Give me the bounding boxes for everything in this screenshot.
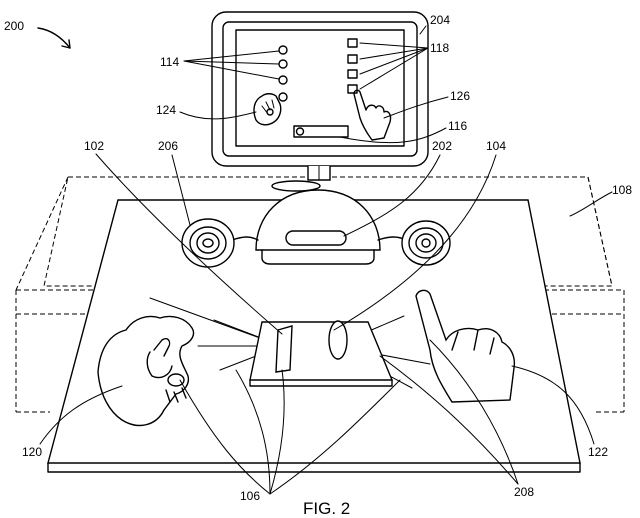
label-108: 108 bbox=[612, 183, 632, 197]
label-114: 114 bbox=[160, 55, 179, 69]
screen-square-icon bbox=[347, 38, 358, 48]
label-126: 126 bbox=[450, 89, 470, 103]
screen-circle-icon bbox=[278, 75, 288, 85]
screen-circle-icon bbox=[278, 45, 288, 55]
screen-square-icon bbox=[347, 69, 358, 79]
screen-content bbox=[253, 38, 392, 141]
lens-ellipse bbox=[328, 320, 348, 360]
dome-device bbox=[255, 180, 381, 265]
figure-caption: FIG. 2 bbox=[303, 499, 350, 518]
label-122: 122 bbox=[588, 445, 608, 459]
screen-circle-icon bbox=[278, 92, 288, 102]
right-hand bbox=[415, 289, 516, 403]
label-202: 202 bbox=[432, 139, 452, 153]
label-206: 206 bbox=[158, 139, 178, 153]
monitor bbox=[211, 11, 429, 181]
right-camera bbox=[377, 220, 451, 266]
label-118: 118 bbox=[430, 41, 449, 55]
reference-labels: 200 204 118 114 124 126 116 102 206 202 … bbox=[4, 13, 632, 503]
hand-pointing-cursor-icon bbox=[353, 89, 392, 141]
left-hand bbox=[97, 315, 195, 427]
leader-lines bbox=[37, 25, 613, 495]
label-104: 104 bbox=[486, 139, 506, 153]
label-124: 124 bbox=[156, 103, 176, 117]
screen-square-icon bbox=[347, 84, 358, 94]
label-120: 120 bbox=[22, 445, 42, 459]
label-204: 204 bbox=[430, 13, 450, 27]
sensing-region bbox=[249, 320, 394, 387]
label-116: 116 bbox=[448, 119, 467, 133]
screen-slider bbox=[293, 125, 349, 138]
screen-square-icon bbox=[347, 54, 358, 64]
label-200: 200 bbox=[4, 19, 24, 33]
label-208: 208 bbox=[514, 485, 534, 499]
left-light-bar bbox=[275, 325, 293, 373]
hand-pinch-cursor-icon bbox=[253, 93, 282, 126]
label-102: 102 bbox=[84, 139, 104, 153]
label-106: 106 bbox=[240, 489, 260, 503]
